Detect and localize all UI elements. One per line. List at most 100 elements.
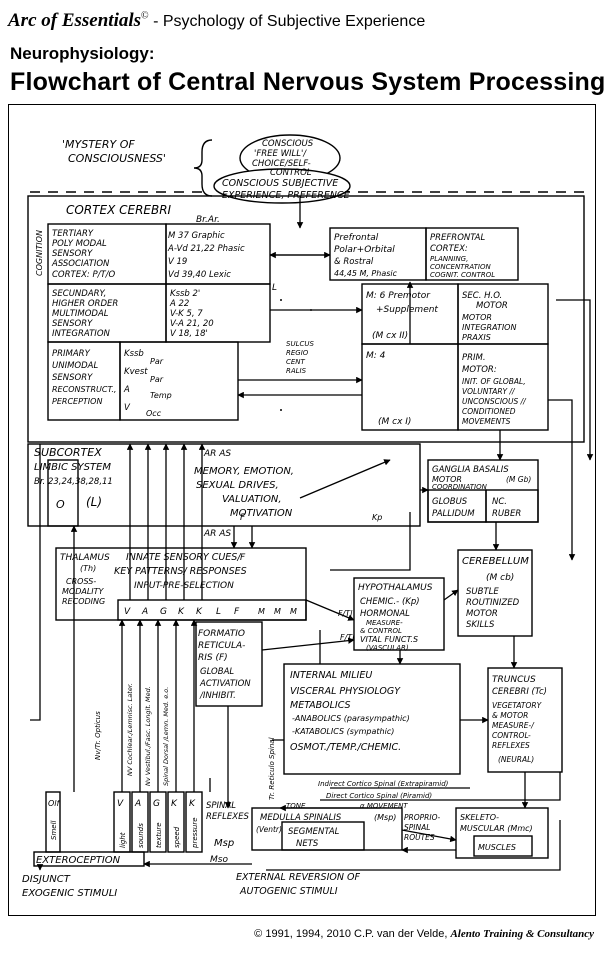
prefrontal-4: 44,45 M, Phasic <box>334 269 398 278</box>
secundary-area-5: V 18, 18' <box>170 329 208 339</box>
muscles-box <box>473 835 533 857</box>
sense-pressure: pressure <box>191 817 199 849</box>
conscious-line-2: 'FREE WILL'/ <box>254 149 307 159</box>
disjunct-1: DISJUNCT <box>22 874 71 885</box>
thalamus-2: (Th) <box>80 564 96 573</box>
diagram-frame <box>8 104 596 916</box>
kp-label: Kp <box>372 513 382 522</box>
footer: © 1991, 1994, 2010 C.P. van der Velde, A… <box>254 928 594 940</box>
msp-label: Msp <box>214 838 234 849</box>
truncus-5: MEASURE-/ <box>492 721 535 730</box>
formatio-6: /INHIBIT. <box>199 691 236 701</box>
formatio-2: RETICULA- <box>198 641 245 651</box>
sulcus-1: SULCUS <box>286 340 314 348</box>
thal-cell-k1: K <box>178 607 185 617</box>
mystery-line-1: 'MYSTERY OF <box>62 138 135 151</box>
primary-5: PERCEPTION <box>52 397 102 406</box>
secundary-5: INTEGRATION <box>52 329 111 339</box>
formatio-3: RIS (F) <box>198 653 228 663</box>
experience-line-2: EXPERIENCE, PREFERENCE <box>222 190 350 201</box>
medulla-1: MEDULLA SPINALIS <box>260 813 342 823</box>
tract-indirect: Indirect Cortico Spinal (Extrapiramid) <box>318 780 449 788</box>
sulcus-4: RALIS <box>286 367 307 375</box>
cerebellum-4: ROUTINIZED <box>466 598 520 608</box>
thalamus-5: RECODING <box>62 597 105 606</box>
prefrontal-cortex-box <box>425 227 519 281</box>
formatio-box <box>195 621 263 707</box>
limbic-o: O <box>56 498 65 511</box>
exteroception-box <box>33 851 145 867</box>
primary-area-1: Kssb <box>124 349 144 359</box>
truncus-8: (NEURAL) <box>498 755 534 764</box>
ftl-label-1: F/Tl <box>338 609 353 618</box>
ruber-box <box>485 489 539 523</box>
proprio-1: PROPRIO- <box>404 813 440 822</box>
milieu-4: -ANABOLICS (parasympathic) <box>292 714 410 723</box>
cognition-label: COGNITION <box>35 230 44 276</box>
premotor-1: M: 6 Premotor <box>366 291 431 301</box>
cortex-cerebri-label: CORTEX CEREBRI <box>66 203 172 217</box>
f-label-1: F <box>240 513 246 523</box>
experience-line-1: CONSCIOUS SUBJECTIVE <box>222 178 338 189</box>
ganglia-5: GLOBUS <box>432 497 468 507</box>
skeleto-box <box>455 807 549 859</box>
brand-line: Arc of Essentials© - Psychology of Subje… <box>8 10 425 32</box>
tertiary-4: ASSOCIATION <box>51 259 110 269</box>
truncus-2: CEREBRI (Tc) <box>492 687 547 697</box>
skeleto-2: MUSCULAR (Mmc) <box>460 824 533 833</box>
hypothalamus-2: CHEMIC.- (Kp) <box>360 597 420 607</box>
page-subtitle: Neurophysiology: <box>10 44 155 63</box>
prefrontal-1: Prefrontal <box>334 233 379 243</box>
secundary-4: SENSORY <box>52 319 93 329</box>
limbic-o-box <box>47 459 79 527</box>
prefrontal-cortex-2: CORTEX: <box>430 244 468 254</box>
exteroception-label: EXTEROCEPTION <box>36 855 121 866</box>
sense-sounds: sounds <box>137 823 145 848</box>
prefrontal-cortex-5: COGNIT. CONTROL <box>430 271 495 279</box>
memory-4: MOTIVATION <box>230 508 293 519</box>
proprio-2: SPINAL <box>404 823 430 832</box>
primary-area-2: Par <box>150 357 164 366</box>
cerebellum-5: MOTOR <box>466 609 498 619</box>
receptor-label-a: A <box>134 799 141 809</box>
hypothalamus-box <box>353 577 445 651</box>
thal-cell-a: A <box>141 607 148 617</box>
footer-copyright: © 1991, 1994, 2010 C.P. van der Velde, <box>254 928 448 940</box>
medulla-2: (Msp) <box>374 813 396 822</box>
secundary-area-1: Kssb 2' <box>170 289 200 299</box>
tertiary-area-3: V 19 <box>168 257 187 267</box>
primary-4: RECONSTRUCT., <box>52 385 116 394</box>
primary-3: SENSORY <box>52 373 93 383</box>
tertiary-5: CORTEX: P/T/O <box>52 270 116 280</box>
hypothalamus-6: VITAL FUNCT.S <box>360 635 418 644</box>
sulcus-3: CENT <box>286 358 306 366</box>
receptor-label-g: G <box>153 799 160 809</box>
hypothalamus-5: & CONTROL <box>360 627 402 635</box>
thal-cell-m1: M <box>258 607 265 616</box>
secundary-area-4: V-A 21, 20 <box>170 319 214 329</box>
thal-cell-k2: K <box>196 607 203 617</box>
external-1: EXTERNAL REVERSION OF <box>236 872 360 883</box>
prim-motor-7: MOVEMENTS <box>462 417 511 426</box>
milieu-1: INTERNAL MILIEU <box>290 670 372 681</box>
secundary-3: MULTIMODAL <box>52 309 109 319</box>
connector-lines <box>30 444 561 871</box>
prefrontal-3: & Rostral <box>334 257 374 267</box>
primary-area-5: A <box>123 385 130 395</box>
brand-name: Arc of Essentials <box>8 10 142 31</box>
primary-areas-box <box>119 341 239 421</box>
conscious-line-1: CONSCIOUS <box>262 139 314 149</box>
sec-motor-4: INTEGRATION <box>462 323 516 332</box>
skeleto-3: MUSCLES <box>478 843 516 852</box>
spinal-reflexes-2: REFLEXES <box>206 812 249 822</box>
thal-cell-g: G <box>160 607 167 617</box>
formatio-4: GLOBAL <box>200 667 234 677</box>
ganglia-7: NC. <box>492 497 507 507</box>
ganglia-2: MOTOR <box>432 475 462 484</box>
tract-spinal-dorsal: Spinal Dorsal /Lemn. Med. e.o. <box>162 687 170 786</box>
tertiary-3: SENSORY <box>52 249 93 259</box>
hypothalamus-7: (VASCULAR) <box>366 644 409 652</box>
truncus-4: & MOTOR <box>492 711 528 720</box>
innate-3: INPUT-PRE-SELECTION <box>134 581 234 591</box>
